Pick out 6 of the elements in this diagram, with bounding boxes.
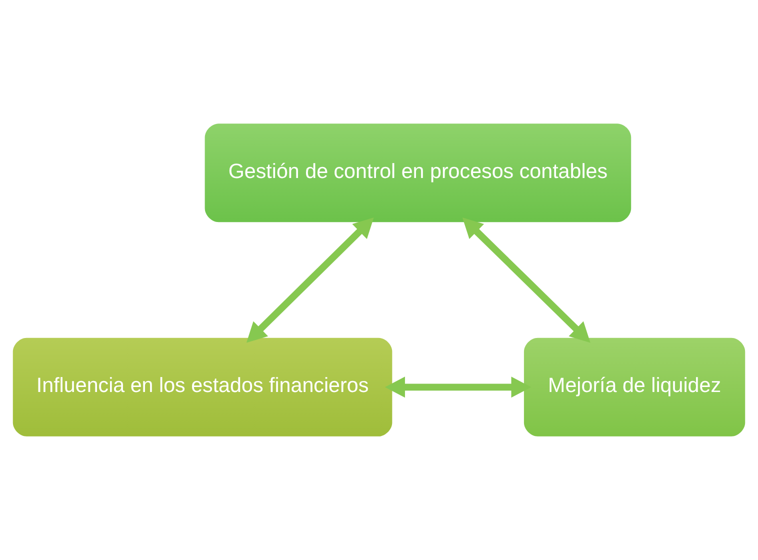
- node-box: Gestión de control en procesos contables: [204, 124, 632, 222]
- arrow: [384, 376, 532, 398]
- node-box: Mejoría de liquidez: [524, 338, 746, 436]
- arrow: [246, 217, 374, 343]
- arrow: [462, 217, 590, 343]
- node-box: Influencia en los estados financieros: [12, 338, 392, 436]
